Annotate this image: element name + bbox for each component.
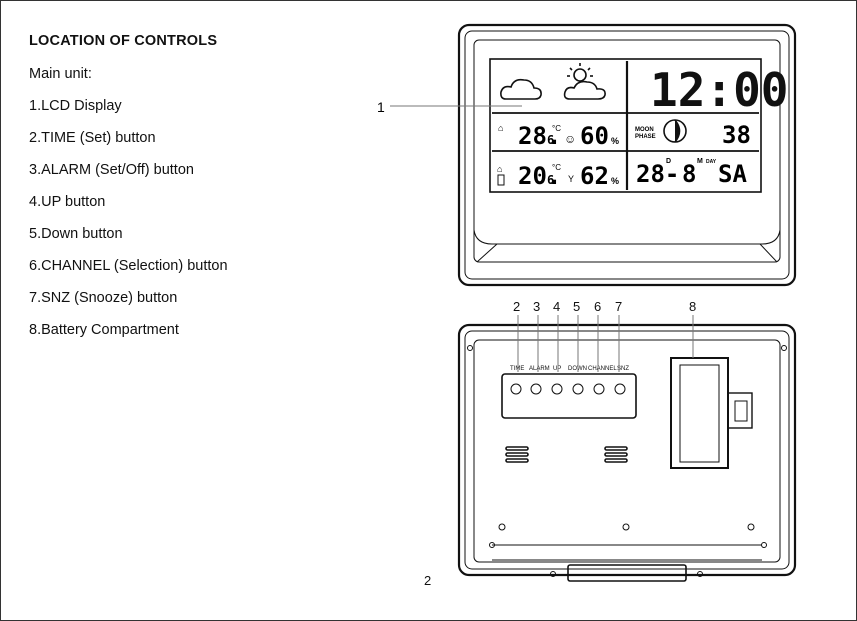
lcd-date-day: 28- (636, 160, 679, 188)
thermometer-icon (497, 174, 505, 186)
moon-phase-icon (663, 119, 687, 143)
control-item-2: 2.TIME (Set) button (29, 130, 156, 146)
lcd-values: 12:00 ⌂ 28. 6 °C ☺ 60 % MOON PHASE 38 ⌂ … (497, 63, 788, 190)
callout-4: 4 (553, 299, 560, 314)
lcd-outdoor-temp-decimal: 6 (547, 173, 554, 187)
up-button[interactable] (551, 383, 563, 395)
lcd-percent-2: % (611, 176, 619, 186)
outdoor-icon: ⌂ (497, 164, 502, 174)
lcd-time: 12:00 (650, 63, 788, 117)
label-channel: CHANNEL (588, 366, 617, 372)
label-alarm: ALARM (529, 366, 550, 372)
callout-numbers: 2 3 4 5 6 7 8 (513, 299, 696, 314)
lcd-display (489, 58, 762, 193)
button-labels: TIME ALARM UP DOWN CHANNEL SNZ (510, 366, 629, 372)
callout-1: 1 (377, 99, 385, 115)
lcd-weekday: SA (718, 160, 747, 188)
lcd-date-month: 8 (682, 160, 696, 188)
control-item-5: 5.Down button (29, 226, 123, 242)
lcd-outdoor-humidity: 62 (580, 162, 609, 190)
control-item-8: 8.Battery Compartment (29, 322, 179, 338)
lcd-unit-c1: °C (552, 124, 561, 133)
callout-3: 3 (533, 299, 540, 314)
callout-7: 7 (615, 299, 622, 314)
speaker-vent-left (505, 446, 529, 463)
down-button[interactable] (572, 383, 584, 395)
channel-button[interactable] (593, 383, 605, 395)
subheading: Main unit: (29, 66, 92, 82)
cloud-icon (500, 78, 542, 100)
label-time: TIME (510, 366, 524, 372)
speaker-vent-right (604, 446, 628, 463)
alarm-button[interactable] (530, 383, 542, 395)
callout-5: 5 (573, 299, 580, 314)
back-view (457, 323, 797, 582)
lcd-moon-label-1: MOON (635, 127, 654, 133)
control-item-1: 1.LCD Display (29, 98, 122, 114)
snz-button[interactable] (614, 383, 626, 395)
lcd-indoor-temp-decimal: 6 (547, 133, 554, 147)
control-item-4: 4.UP button (29, 194, 106, 210)
control-item-3: 3.ALARM (Set/Off) button (29, 162, 194, 178)
label-up: UP (553, 366, 561, 372)
callout-6: 6 (594, 299, 601, 314)
callout-8: 8 (689, 299, 696, 314)
label-snz: SNZ (617, 366, 629, 372)
page-number: 2 (424, 573, 432, 588)
lcd-indoor-humidity: 60 (580, 122, 609, 150)
lcd-m-marker: M (697, 158, 703, 165)
lcd-d-marker: D (666, 158, 671, 165)
lcd-unit-c2: °C (552, 163, 561, 172)
time-button[interactable] (510, 383, 522, 395)
control-item-7: 7.SNZ (Snooze) button (29, 290, 178, 306)
front-view (457, 23, 797, 287)
lcd-outdoor-temp: 20. (518, 162, 561, 190)
comfort-icon: ☺ (564, 132, 576, 146)
section-title: LOCATION OF CONTROLS (29, 33, 218, 49)
lcd-moon-day: 38 (722, 121, 751, 149)
lcd-day-label: DAY (706, 159, 717, 165)
home-icon: ⌂ (498, 123, 503, 133)
callout-lines (517, 315, 694, 372)
sun-cloud-icon (563, 63, 606, 100)
callout-2: 2 (513, 299, 520, 314)
lcd-moon-label-2: PHASE (635, 134, 656, 140)
lcd-percent-1: % (611, 136, 619, 146)
control-item-6: 6.CHANNEL (Selection) button (29, 258, 228, 274)
lcd-indoor-temp: 28. (518, 122, 561, 150)
signal-icon: Y (568, 174, 574, 184)
